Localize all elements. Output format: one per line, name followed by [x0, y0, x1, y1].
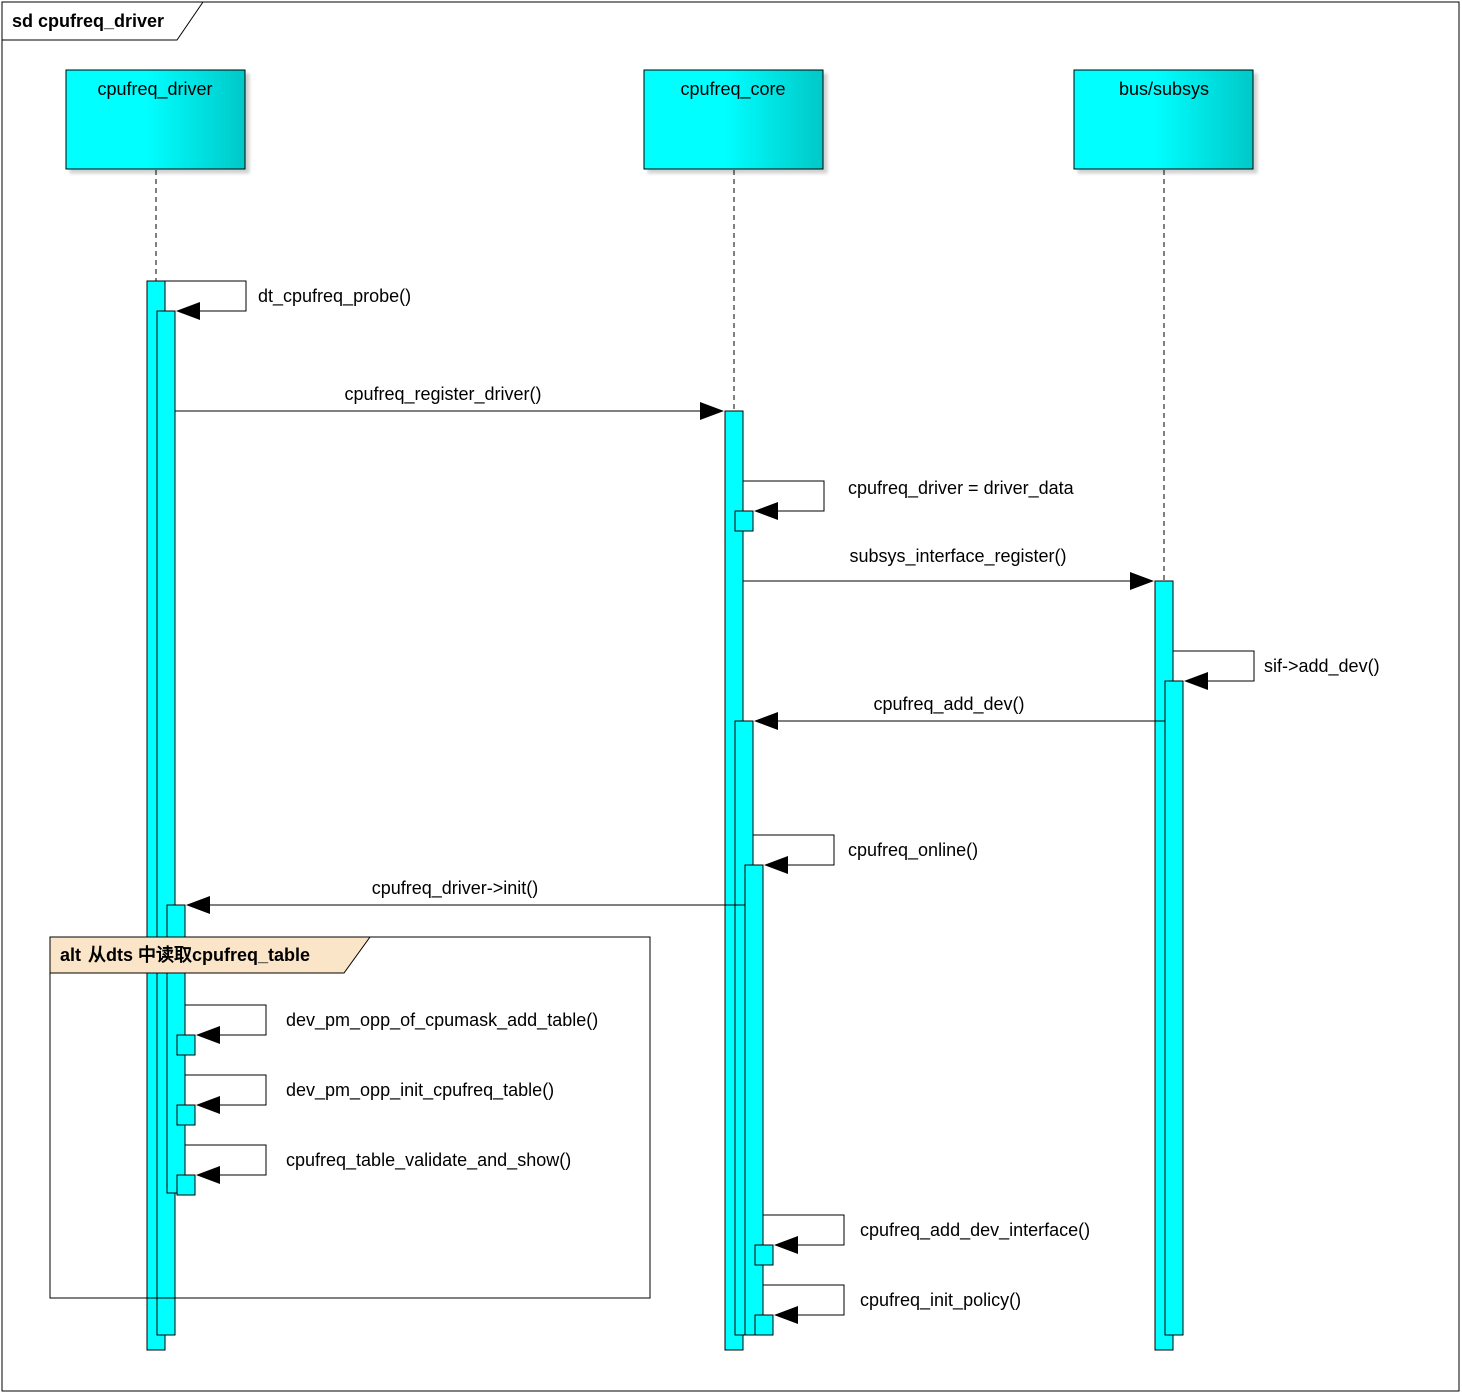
activation-bar	[734, 510, 754, 532]
activations-core	[724, 410, 774, 1351]
arrowhead-icon	[774, 1236, 798, 1254]
message-cpufreq-add-dev-interface[interactable]: cpufreq_add_dev_interface()	[763, 1214, 1090, 1254]
message-cpufreq-init-policy[interactable]: cpufreq_init_policy()	[763, 1284, 1021, 1324]
arrowhead-icon	[700, 402, 724, 420]
arrowhead-icon	[754, 712, 778, 730]
alt-fragment: alt 从dts 中读取cpufreq_table	[49, 936, 651, 1299]
lifeline-driver: cpufreq_driver	[65, 69, 246, 282]
message-line	[185, 1004, 267, 1036]
message-label: cpufreq_driver = driver_data	[848, 478, 1075, 499]
message-sif-add-dev[interactable]: sif->add_dev()	[1173, 650, 1380, 690]
message-subsys-interface-register[interactable]: subsys_interface_register()	[743, 546, 1154, 590]
lifeline-name-driver: cpufreq_driver	[97, 79, 212, 100]
activation-bar	[754, 1244, 774, 1266]
message-line	[743, 480, 825, 512]
arrowhead-icon	[774, 1306, 798, 1324]
message-assign-driver-data[interactable]: cpufreq_driver = driver_data	[743, 478, 1075, 520]
message-line	[185, 1074, 267, 1106]
message-dt-cpufreq-probe[interactable]: dt_cpufreq_probe()	[165, 280, 411, 320]
arrowhead-icon	[1130, 572, 1154, 590]
message-label: cpufreq_add_dev()	[873, 694, 1024, 715]
lifeline-head-bus[interactable]	[1073, 69, 1254, 170]
lifeline-head-core[interactable]	[643, 69, 824, 170]
fragment-label: alt 从dts 中读取cpufreq_table	[60, 944, 310, 965]
message-line	[763, 1284, 845, 1316]
message-cpufreq-online[interactable]: cpufreq_online()	[753, 834, 978, 874]
activation-bar	[176, 1034, 196, 1056]
activation-bar	[176, 1104, 196, 1126]
lifeline-core: cpufreq_core	[643, 69, 824, 411]
message-label: dt_cpufreq_probe()	[258, 286, 411, 307]
message-label: cpufreq_init_policy()	[860, 1290, 1021, 1311]
message-label: cpufreq_table_validate_and_show()	[286, 1150, 571, 1171]
message-label: cpufreq_add_dev_interface()	[860, 1220, 1090, 1241]
arrowhead-icon	[764, 856, 788, 874]
message-cpufreq-register-driver[interactable]: cpufreq_register_driver()	[175, 384, 724, 420]
activation-bar	[754, 1314, 774, 1336]
message-line	[185, 1144, 267, 1176]
messages: dt_cpufreq_probe() cpufreq_register_driv…	[165, 280, 1380, 1324]
message-label: cpufreq_driver->init()	[372, 878, 539, 899]
message-dev-pm-opp-of-cpumask-add-table[interactable]: dev_pm_opp_of_cpumask_add_table()	[185, 1004, 598, 1044]
arrowhead-icon	[754, 502, 778, 520]
message-line	[165, 280, 247, 312]
message-label: cpufreq_online()	[848, 840, 978, 861]
frame-title: sd cpufreq_driver	[12, 11, 164, 31]
arrowhead-icon	[196, 1096, 220, 1114]
arrowhead-icon	[176, 302, 200, 320]
message-label: sif->add_dev()	[1264, 656, 1380, 677]
activation-bar	[1164, 680, 1184, 1336]
lifeline-head-driver[interactable]	[65, 69, 246, 170]
message-cpufreq-driver-init[interactable]: cpufreq_driver->init()	[186, 878, 745, 914]
lifeline-bus: bus/subsys	[1073, 69, 1254, 581]
message-cpufreq-table-validate-and-show[interactable]: cpufreq_table_validate_and_show()	[185, 1144, 571, 1184]
fragment-tab	[49, 936, 371, 974]
activation-bar	[744, 864, 764, 1336]
message-label: dev_pm_opp_init_cpufreq_table()	[286, 1080, 554, 1101]
lifeline-name-core: cpufreq_core	[680, 79, 785, 100]
message-label: dev_pm_opp_of_cpumask_add_table()	[286, 1010, 598, 1031]
message-line	[753, 834, 835, 866]
arrowhead-icon	[196, 1026, 220, 1044]
message-line	[763, 1214, 845, 1246]
message-line	[1173, 650, 1255, 682]
lifeline-name-bus: bus/subsys	[1119, 79, 1209, 99]
message-dev-pm-opp-init-cpufreq-table[interactable]: dev_pm_opp_init_cpufreq_table()	[185, 1074, 554, 1114]
activations-bus	[1154, 580, 1184, 1351]
arrowhead-icon	[196, 1166, 220, 1184]
fragment-operator: alt	[60, 945, 81, 965]
message-cpufreq-add-dev[interactable]: cpufreq_add_dev()	[754, 694, 1165, 730]
message-label: subsys_interface_register()	[849, 546, 1066, 567]
arrowhead-icon	[186, 896, 210, 914]
arrowhead-icon	[1184, 672, 1208, 690]
message-label: cpufreq_register_driver()	[344, 384, 541, 405]
activations-driver	[146, 280, 196, 1351]
activation-bar	[176, 1174, 196, 1196]
fragment-guard: 从dts 中读取cpufreq_table	[88, 944, 310, 965]
